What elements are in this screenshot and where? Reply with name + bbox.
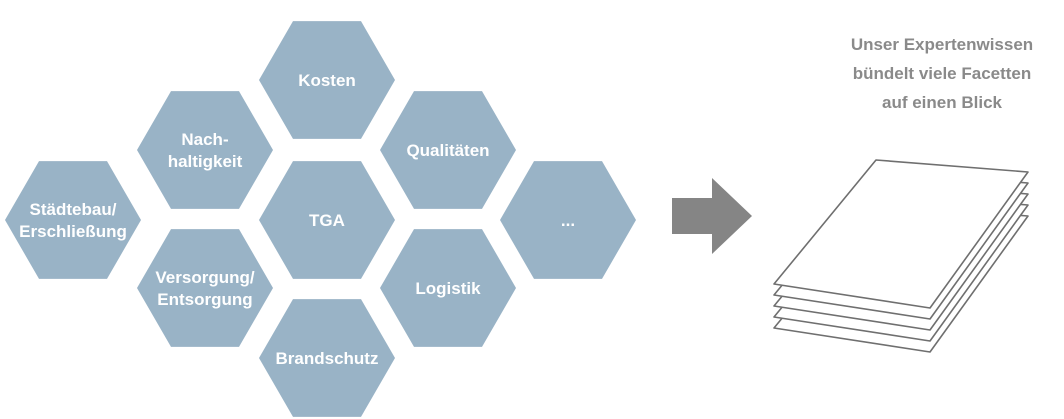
hexagon-shape <box>380 91 516 209</box>
hexagon-tga: TGA <box>259 161 395 279</box>
arrow-right-icon <box>672 178 752 254</box>
hexagon-shape <box>5 161 141 279</box>
hexagon-label: Versorgung/ <box>155 268 254 287</box>
paper-stack-icon <box>773 159 1029 353</box>
hexagon-label: Brandschutz <box>276 349 379 368</box>
hexagon-shape <box>500 161 636 279</box>
hexagon-label: Kosten <box>298 71 356 90</box>
hexagon-shape <box>259 21 395 139</box>
hexagon-nachhaltigkeit: Nach-haltigkeit <box>137 91 273 209</box>
paper-sheet <box>773 159 1029 309</box>
hexagon-versorgung: Versorgung/Entsorgung <box>137 229 273 347</box>
hexagon-brandschutz: Brandschutz <box>259 299 395 417</box>
hexagon-logistik: Logistik <box>380 229 516 347</box>
hexagon-shape <box>259 161 395 279</box>
hexagon-label: Qualitäten <box>406 141 489 160</box>
hexagon-shape <box>259 299 395 417</box>
hexagon-label: TGA <box>309 211 345 230</box>
caption-line-3: auf einen Blick <box>882 93 1002 112</box>
hexagon-label: haltigkeit <box>168 152 243 171</box>
hexagon-label: Nach- <box>181 130 228 149</box>
hexagon-qualitaeten: Qualitäten <box>380 91 516 209</box>
hexagon-label: Entsorgung <box>157 290 252 309</box>
hexagon-kosten: Kosten <box>259 21 395 139</box>
caption-line-2: bündelt viele Facetten <box>852 64 1032 83</box>
hexagon-shape <box>137 229 273 347</box>
caption: Unser Expertenwissen bündelt viele Facet… <box>822 30 1062 117</box>
hexagon-label: Erschließung <box>19 222 127 241</box>
caption-line-1: Unser Expertenwissen <box>850 35 1034 54</box>
hexagon-label: Logistik <box>415 279 481 298</box>
hexagon-label: Städtebau/ <box>30 200 117 219</box>
hexagon-shape <box>137 91 273 209</box>
hexagon-shape <box>380 229 516 347</box>
hexagon-staedtebau: Städtebau/Erschließung <box>5 161 141 279</box>
hexagon-label: ... <box>561 211 575 230</box>
hexagon-more: ... <box>500 161 636 279</box>
